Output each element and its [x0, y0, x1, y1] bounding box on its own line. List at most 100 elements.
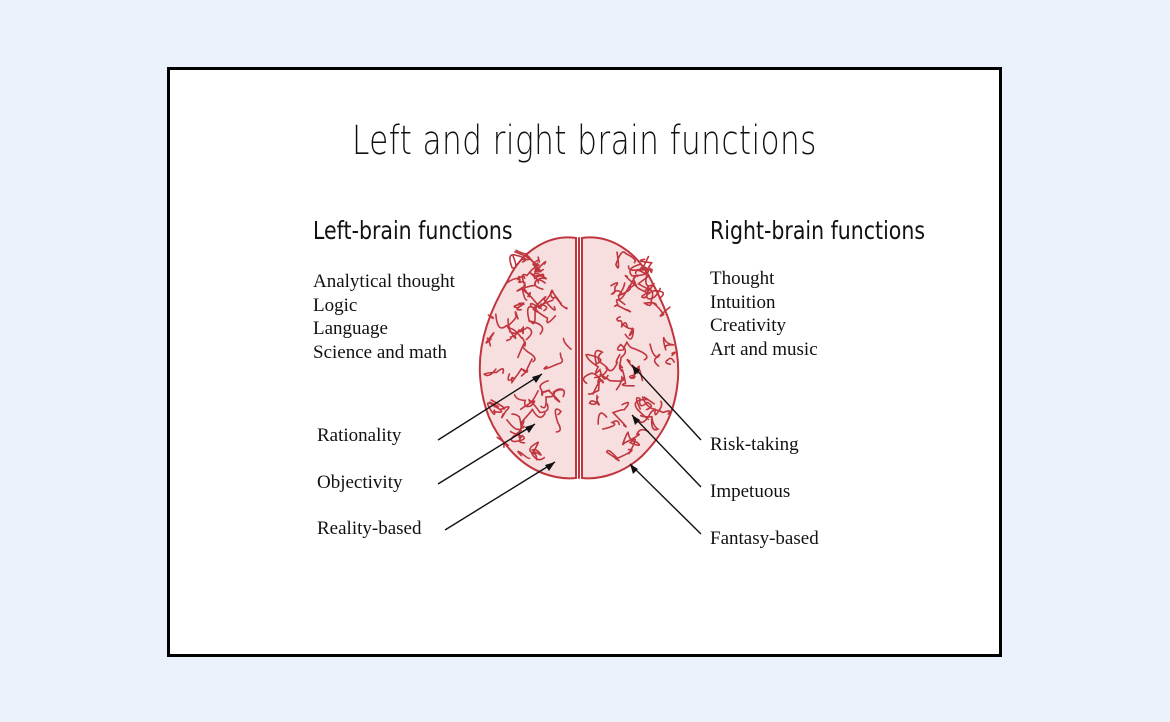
trait-fantasy-based: Fantasy-based — [710, 528, 819, 549]
brain-fold — [622, 340, 648, 361]
brain-fold — [532, 256, 544, 273]
trait-impetuous: Impetuous — [710, 481, 791, 502]
brain-fold — [627, 274, 639, 289]
brain-fold — [514, 251, 531, 261]
brain-fold — [519, 325, 533, 341]
brain-fold — [586, 353, 602, 365]
brain-fold — [582, 372, 605, 395]
brain-fold — [599, 374, 625, 391]
brain-fold — [520, 408, 546, 427]
arrowhead-risk-taking — [632, 365, 640, 375]
brain-fold — [543, 352, 564, 370]
brain-fold — [509, 425, 525, 439]
arrowhead-objectivity — [525, 424, 535, 433]
brain-fold — [509, 253, 527, 269]
pointer-line-reality-based — [444, 461, 556, 531]
trait-rationality: Rationality — [317, 425, 402, 446]
brain-fold — [487, 314, 494, 320]
brain-fold — [649, 343, 661, 367]
right-function-item: Intuition — [710, 291, 776, 313]
diagram-title: Left and right brain functions — [351, 118, 817, 164]
brain-fold — [507, 318, 526, 346]
brain-fold — [639, 414, 660, 431]
brain-fold — [540, 388, 564, 409]
brain-fold — [629, 263, 649, 277]
brain-fold — [610, 282, 623, 295]
right-brain-heading: Right-brain functions — [710, 216, 926, 245]
brain-fold — [616, 315, 629, 328]
pointer-line-fantasy-based — [629, 463, 702, 535]
arrowhead-reality-based — [545, 462, 555, 471]
diagram-frame: Left and right brain functions Left-brai… — [167, 67, 1002, 657]
brain-fold — [495, 313, 508, 329]
brain-fold — [611, 401, 630, 428]
brain-fold — [562, 337, 572, 350]
brain-fold — [622, 428, 649, 446]
brain-fold — [515, 249, 529, 255]
brain-fold — [513, 393, 536, 411]
brain-fold — [554, 408, 562, 433]
brain-illustration — [437, 236, 702, 535]
brain-fold — [527, 256, 542, 273]
left-function-item: Language — [313, 318, 388, 339]
pointer-line-impetuous — [631, 414, 702, 488]
trait-risk-taking: Risk-taking — [710, 434, 799, 455]
brain-fold — [617, 282, 632, 301]
brain-fold — [616, 343, 627, 370]
brain-fold — [651, 301, 671, 317]
arrowhead-fantasy-based — [630, 464, 638, 474]
brain-fold — [637, 275, 651, 299]
right-function-item: Thought — [710, 268, 775, 289]
brain-fold — [626, 358, 644, 382]
brain-fold — [489, 401, 500, 408]
brain-fold — [635, 396, 653, 411]
brain-fold — [594, 349, 608, 370]
brain-fold — [490, 399, 510, 419]
arrowhead-impetuous — [632, 415, 640, 425]
brain-fold — [485, 331, 495, 347]
brain-fold — [507, 367, 523, 385]
brain-fold — [521, 260, 547, 287]
left-function-item: Analytical thought — [313, 271, 455, 292]
brain-fold — [662, 336, 675, 351]
brain-fold — [517, 341, 536, 363]
brain-fold — [641, 273, 656, 297]
trait-objectivity: Objectivity — [317, 472, 403, 493]
brain-fold — [615, 251, 636, 269]
right-brain-function-list: Thought Intuition Creativity Art and mus… — [710, 267, 818, 361]
arrowhead-rationality — [532, 374, 542, 383]
left-function-item: Logic — [313, 294, 358, 316]
brain-fold — [665, 357, 675, 365]
brain-fold — [530, 448, 546, 461]
right-function-item: Creativity — [710, 315, 786, 336]
brain-fold — [613, 298, 632, 313]
pointer-line-objectivity — [437, 423, 536, 485]
brain-fold — [597, 412, 608, 425]
brain-fold — [671, 351, 677, 357]
left-brain-function-list: Analytical thought Logic Language Scienc… — [313, 270, 455, 364]
brain-fold — [594, 353, 621, 379]
left-brain-heading: Left-brain functions — [313, 216, 513, 245]
brain-fold — [587, 377, 600, 395]
trait-reality-based: Reality-based — [317, 518, 422, 539]
pointer-line-risk-taking — [631, 364, 702, 441]
brain-fold — [539, 289, 563, 312]
pointer-line-rationality — [437, 373, 543, 441]
brain-fold — [517, 450, 531, 460]
right-function-item: Art and music — [710, 338, 818, 360]
left-function-item: Science and math — [313, 341, 448, 363]
brain-fold — [605, 448, 633, 462]
brain-fold — [585, 353, 609, 380]
brain-fold — [621, 323, 635, 340]
brain-fold — [601, 420, 620, 430]
brain-fold — [588, 394, 601, 406]
brain-fold — [506, 310, 519, 340]
brain-fold — [526, 305, 544, 335]
brain-fold — [641, 396, 663, 416]
brain-fold — [513, 302, 526, 311]
brain-fold — [533, 272, 548, 284]
brain-fold — [549, 289, 568, 310]
brain-fold — [532, 295, 556, 313]
brain-fold — [520, 358, 533, 377]
brain-fold — [482, 368, 505, 377]
